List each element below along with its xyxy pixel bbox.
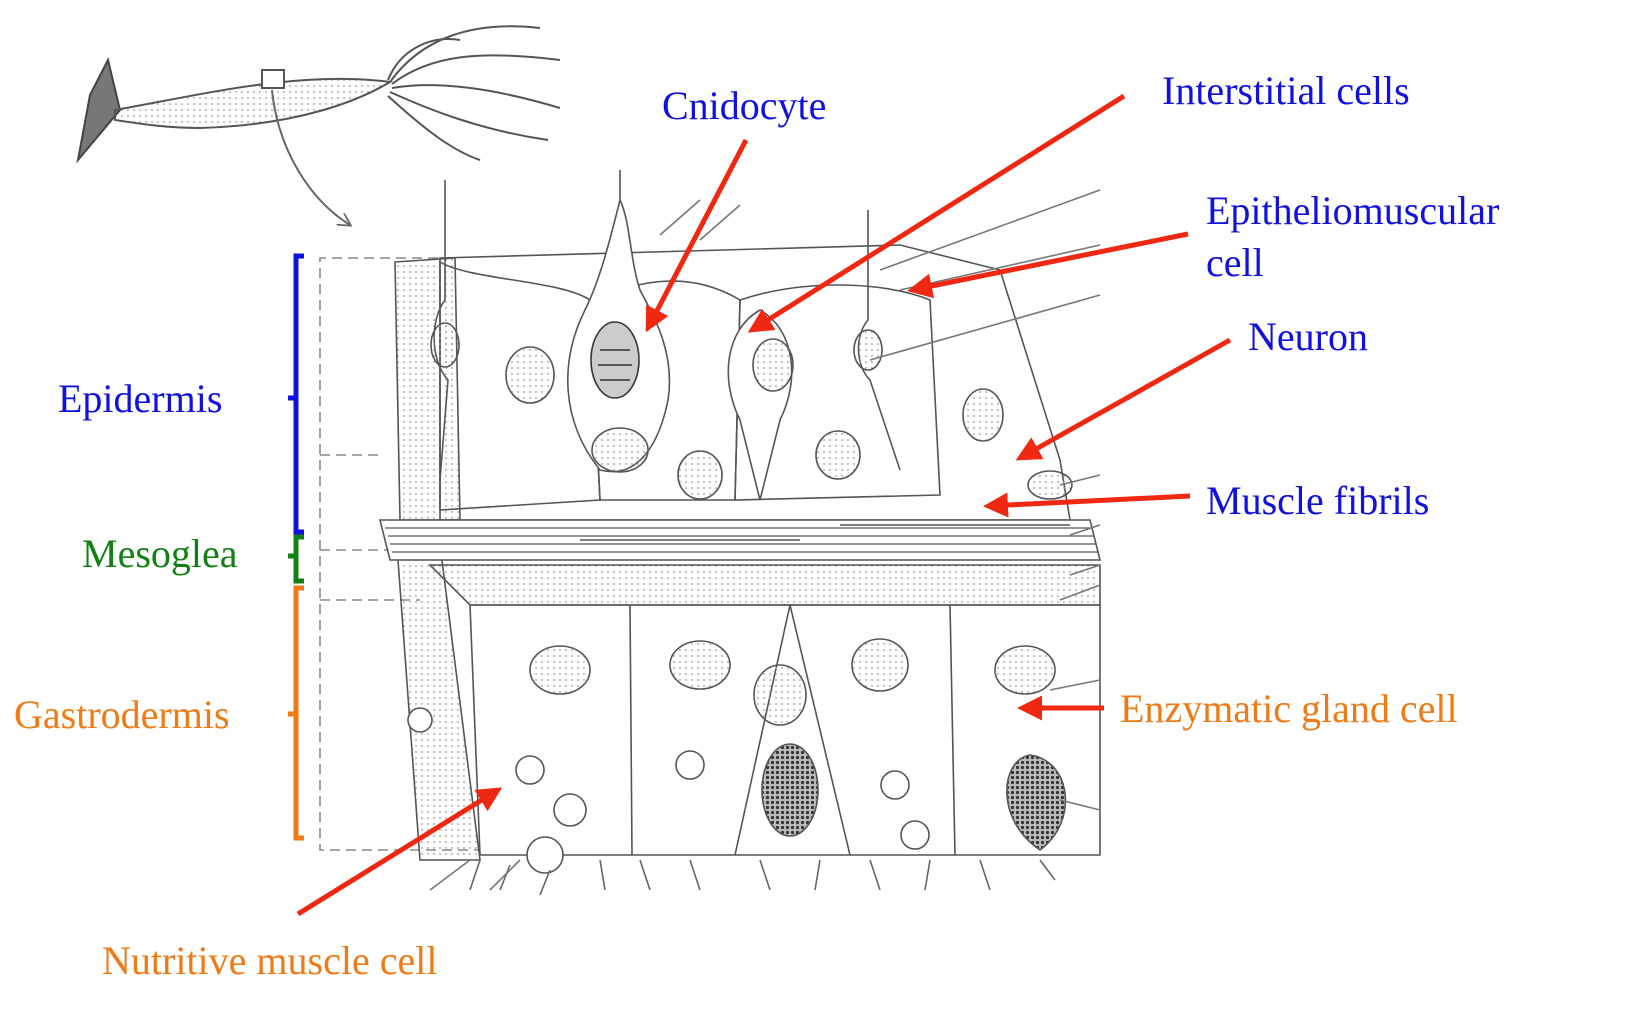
epidermis-label: Epidermis [58, 376, 222, 422]
cnidocyte-arrow [648, 140, 746, 328]
epitheliomuscular-cell-arrow [912, 234, 1188, 290]
epidermis-bracket [288, 256, 304, 532]
mesoglea-label: Mesoglea [82, 531, 238, 577]
neuron-label: Neuron [1248, 314, 1368, 360]
muscle-fibrils-label: Muscle fibrils [1206, 478, 1429, 524]
neuron-arrow [1020, 340, 1230, 458]
hydra-body-illustration [78, 26, 560, 225]
enzymatic-gland-cell-label: Enzymatic gland cell [1120, 686, 1458, 732]
epitheliomuscular-label-line1: Epitheliomuscular [1206, 188, 1499, 234]
interstitial-cells-arrow [752, 96, 1124, 330]
tissue-block-illustration [320, 170, 1100, 895]
gastrodermis-label: Gastrodermis [14, 692, 230, 738]
gastrodermis-bracket [288, 588, 304, 838]
epitheliomuscular-label-line2: cell [1206, 240, 1264, 286]
cnidocyte-label: Cnidocyte [662, 83, 826, 129]
mesoglea-bracket [288, 537, 304, 581]
nutritive-muscle-cell-label: Nutritive muscle cell [102, 938, 437, 984]
muscle-fibrils-arrow [988, 496, 1190, 506]
interstitial-cells-label: Interstitial cells [1162, 68, 1410, 114]
